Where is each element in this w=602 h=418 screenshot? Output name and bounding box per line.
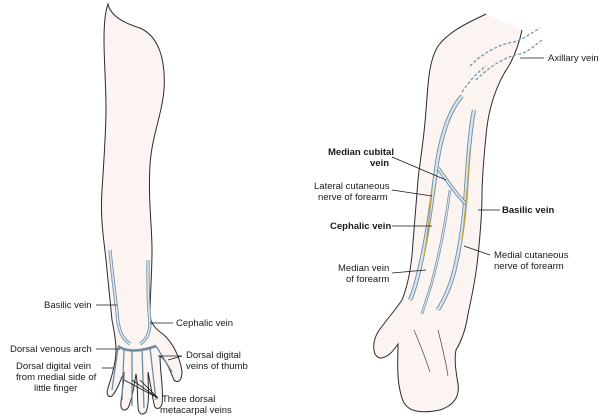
label-medial-cutaneous-1: Medial cutaneous <box>494 250 569 261</box>
right-lateral-cutaneous-nerve <box>423 187 433 257</box>
right-medial-cutaneous-nerve <box>461 149 471 241</box>
label-dorsal-digital-vein-medial-1: Dorsal digital vein <box>16 361 91 372</box>
label-lateral-cutaneous-2: nerve of forearm <box>318 192 388 203</box>
label-basilic-vein-right: Basilic vein <box>502 205 554 216</box>
label-cephalic-vein-right: Cephalic vein <box>330 221 391 232</box>
label-median-cubital-2: vein <box>370 158 389 169</box>
label-dorsal-digital-vein-medial-3: little finger <box>34 383 77 394</box>
label-lateral-cutaneous-1: Lateral cutaneous <box>314 181 390 192</box>
right-arm-figure <box>373 13 543 413</box>
left-metacarpal-veins <box>111 345 173 409</box>
left-dorsal-venous-arch <box>117 344 157 352</box>
label-cephalic-vein-left: Cephalic vein <box>176 318 233 329</box>
label-dorsal-digital-veins-thumb-2: veins of thumb <box>186 361 248 372</box>
label-medial-cutaneous-2: nerve of forearm <box>494 261 564 272</box>
label-dorsal-venous-arch: Dorsal venous arch <box>10 344 92 355</box>
right-leader-lines <box>391 57 544 274</box>
label-dorsal-digital-veins-thumb-1: Dorsal digital <box>186 350 241 361</box>
right-hand-creases <box>413 329 449 377</box>
label-three-dorsal-metacarpal-2: metacarpal veins <box>160 405 232 416</box>
left-leader-lines <box>96 304 183 399</box>
label-basilic-vein-left: Basilic vein <box>44 300 92 311</box>
right-axillary-vein <box>461 27 543 93</box>
left-arm-outline <box>100 2 183 415</box>
left-arm-figure <box>100 2 183 415</box>
label-median-vein-forearm-2: of forearm <box>346 274 389 285</box>
label-dorsal-digital-vein-medial-2: from medial side of <box>16 372 97 383</box>
label-median-cubital-1: Median cubital <box>328 147 394 158</box>
label-three-dorsal-metacarpal-1: Three dorsal <box>162 394 215 405</box>
label-median-vein-forearm-1: Median vein <box>338 263 389 274</box>
label-axillary-vein: Axillary vein <box>548 53 599 64</box>
